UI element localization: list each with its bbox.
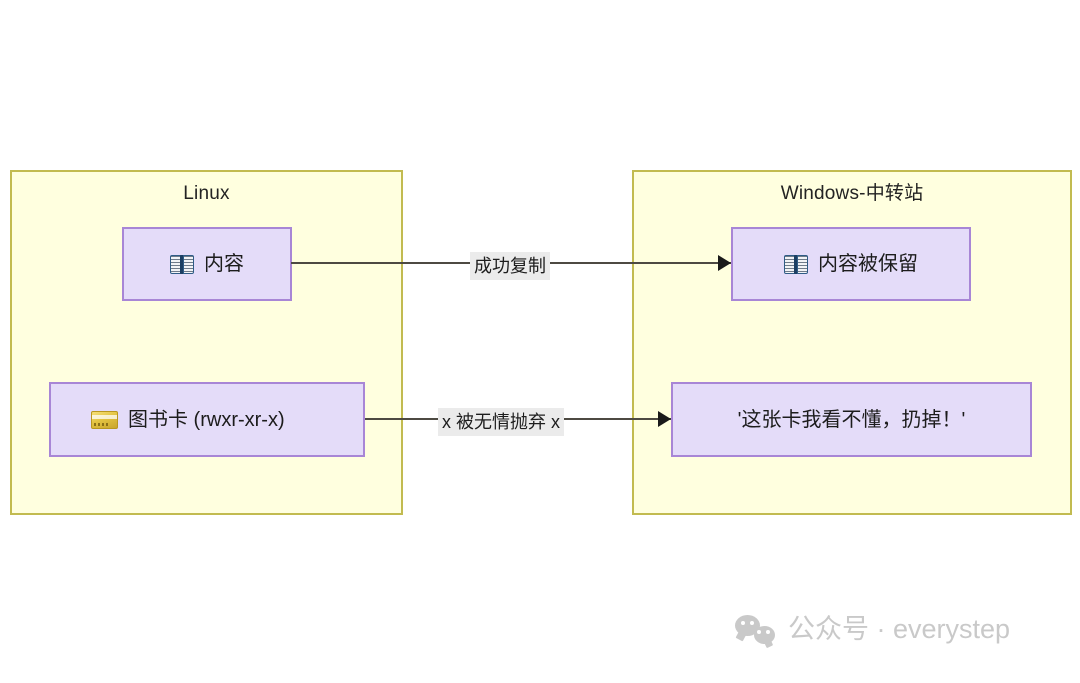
edge-card-discarded-arrowhead-icon bbox=[658, 411, 671, 427]
node-linux-content[interactable]: 内容 bbox=[122, 227, 292, 301]
open-book-icon bbox=[170, 254, 194, 274]
node-linux-content-label: 内容 bbox=[204, 253, 244, 275]
lane-linux[interactable]: Linux bbox=[10, 170, 403, 515]
wechat-icon bbox=[735, 614, 775, 644]
edge-copy-success-arrowhead-icon bbox=[718, 255, 731, 271]
node-windows-reject[interactable]: '这张卡我看不懂，扔掉！' bbox=[671, 382, 1032, 457]
edge-copy-success-label: 成功复制 bbox=[470, 252, 550, 280]
watermark-text: 公众号 · everystep bbox=[788, 614, 1011, 644]
node-windows-reject-label: '这张卡我看不懂，扔掉！' bbox=[737, 408, 966, 431]
node-linux-card-label: 图书卡 (rwxr-xr-x) bbox=[128, 408, 285, 431]
lane-windows[interactable]: Windows-中转站 bbox=[632, 170, 1072, 515]
node-windows-content-label: 内容被保留 bbox=[818, 253, 918, 275]
lane-linux-title: Linux bbox=[183, 183, 230, 204]
node-windows-content[interactable]: 内容被保留 bbox=[731, 227, 971, 301]
lane-windows-title: Windows-中转站 bbox=[780, 183, 924, 204]
node-linux-card[interactable]: 图书卡 (rwxr-xr-x) bbox=[49, 382, 365, 457]
watermark: 公众号 · everystep bbox=[735, 612, 1010, 646]
credit-card-icon bbox=[91, 410, 118, 429]
open-book-icon bbox=[784, 254, 808, 274]
edge-card-discarded-label: x 被无情抛弃 x bbox=[438, 408, 565, 436]
